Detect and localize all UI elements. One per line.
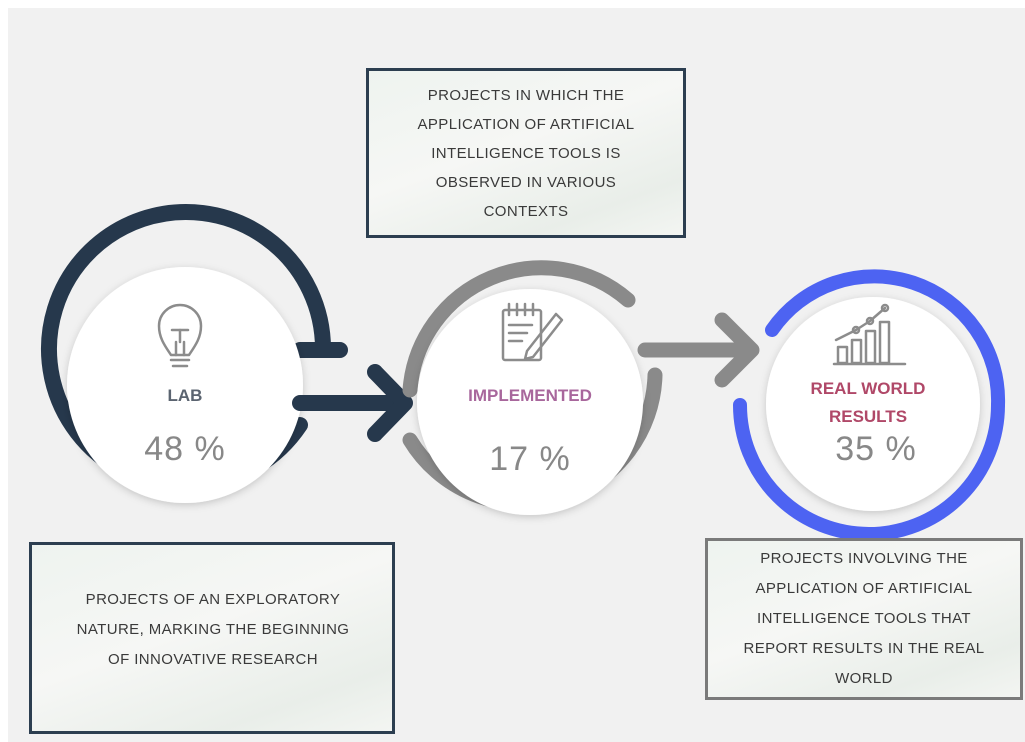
- real-world-percent: 35 %: [835, 430, 917, 468]
- lab-circle: [67, 267, 303, 503]
- real-world-label: REAL WORLD RESULTS: [778, 375, 958, 431]
- lab-description: PROJECTS OF AN EXPLORATORY NATURE, MARKI…: [76, 591, 350, 668]
- implemented-description-box: PROJECTS IN WHICH THE APPLICATION OF ART…: [366, 68, 686, 238]
- lab-percent: 48 %: [144, 430, 226, 468]
- real-world-circle: [766, 297, 980, 511]
- implemented-percent: 17 %: [489, 440, 571, 478]
- lab-description-box: PROJECTS OF AN EXPLORATORY NATURE, MARKI…: [29, 542, 395, 734]
- arrow-lab-to-implemented: [292, 364, 413, 442]
- implemented-label: IMPLEMENTED: [468, 386, 592, 405]
- real-world-label-line2: RESULTS: [828, 407, 908, 426]
- arrow-implemented-to-real-world: [637, 312, 760, 388]
- lightbulb-icon: [157, 303, 203, 368]
- implemented-description: PROJECTS IN WHICH THE APPLICATION OF ART…: [417, 86, 635, 220]
- notepad-pencil-icon: [501, 302, 564, 362]
- implemented-circle: [417, 289, 643, 515]
- lab-label: LAB: [167, 386, 203, 405]
- real-world-ring: [733, 269, 1006, 541]
- real-world-description-box: PROJECTS INVOLVING THE APPLICATION OF AR…: [705, 538, 1023, 700]
- growth-bar-chart-icon: [832, 303, 907, 366]
- real-world-description: PROJECTS INVOLVING THE APPLICATION OF AR…: [743, 550, 985, 687]
- real-world-label-line1: REAL WORLD: [810, 379, 926, 398]
